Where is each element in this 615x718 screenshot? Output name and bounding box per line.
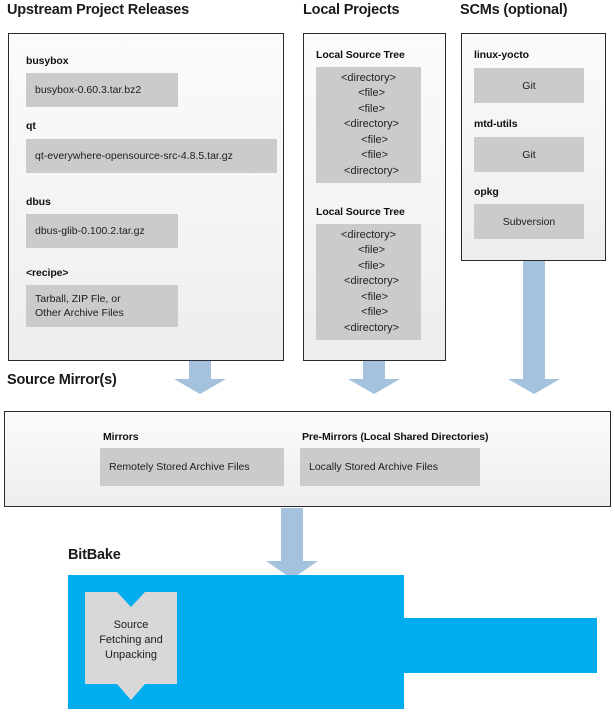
- mirrors-chip-remote-archives: Remotely Stored Archive Files: [100, 448, 284, 486]
- process-label-line1: Source: [113, 619, 149, 631]
- heading-local-projects: Local Projects: [303, 2, 400, 18]
- scm-entry-name-mtd-utils: mtd-utils: [474, 118, 518, 130]
- tree-row: <file>: [348, 133, 389, 146]
- arrow-scms-to-mirrors: [508, 261, 560, 394]
- upstream-entry-name-recipe: <recipe>: [26, 267, 69, 279]
- tree-row: <directory>: [337, 321, 400, 334]
- tree-row: <directory>: [337, 275, 400, 288]
- local-source-tree-1: <directory> <file> <file> <directory> <f…: [316, 67, 421, 183]
- tree-row: <directory>: [337, 118, 400, 131]
- tree-row: <directory>: [340, 71, 397, 84]
- tree-row: <file>: [351, 87, 386, 100]
- heading-upstream-project-releases: Upstream Project Releases: [7, 2, 189, 18]
- arrow-mirrors-to-bitbake: [266, 508, 318, 579]
- tree-row: <file>: [351, 102, 386, 115]
- local-tree-label-1: Local Source Tree: [316, 49, 405, 61]
- scm-entry-name-linux-yocto: linux-yocto: [474, 49, 529, 61]
- tree-row: <directory>: [337, 164, 400, 177]
- heading-bitbake: BitBake: [68, 547, 121, 563]
- tree-row: <file>: [351, 244, 386, 257]
- heading-scms-optional: SCMs (optional): [460, 2, 568, 18]
- local-tree-label-2: Local Source Tree: [316, 206, 405, 218]
- tree-row: <file>: [348, 149, 389, 162]
- upstream-entry-name-qt: qt: [26, 120, 36, 132]
- upstream-archive-dbus: dbus-glib-0.100.2.tar.gz: [26, 214, 178, 248]
- scm-entry-name-opkg: opkg: [474, 186, 499, 198]
- upstream-entry-name-dbus: dbus: [26, 196, 51, 208]
- scm-type-linux-yocto: Git: [474, 68, 584, 103]
- upstream-archive-recipe-line1: Tarball, ZIP Fle, or: [35, 293, 121, 305]
- upstream-archive-qt: qt-everywhere-opensource-src-4.8.5.tar.g…: [26, 139, 277, 173]
- tree-row: <file>: [351, 259, 386, 272]
- heading-source-mirrors: Source Mirror(s): [7, 372, 117, 388]
- process-label-line2: Fetching and: [99, 634, 163, 646]
- arrow-upstream-to-mirrors: [174, 361, 226, 394]
- mirrors-chip-local-archives: Locally Stored Archive Files: [300, 448, 480, 486]
- tree-row: <file>: [348, 306, 389, 319]
- source-fetching-and-unpacking-box: Source Fetching and Unpacking: [85, 592, 177, 700]
- arrow-local-projects-to-mirrors: [348, 361, 400, 394]
- upstream-archive-recipe-line2: Other Archive Files: [35, 307, 124, 319]
- mirrors-group-label-mirrors: Mirrors: [103, 431, 139, 443]
- upstream-archive-recipe: Tarball, ZIP Fle, or Other Archive Files: [26, 285, 178, 327]
- scm-type-mtd-utils: Git: [474, 137, 584, 172]
- tree-row: <file>: [348, 290, 389, 303]
- tree-row: <directory>: [340, 228, 397, 241]
- upstream-entry-name-busybox: busybox: [26, 55, 69, 67]
- local-source-tree-2: <directory> <file> <file> <directory> <f…: [316, 224, 421, 340]
- process-label-line3: Unpacking: [105, 649, 157, 661]
- scm-type-opkg: Subversion: [474, 204, 584, 239]
- mirrors-group-label-pre-mirrors: Pre-Mirrors (Local Shared Directories): [302, 431, 489, 443]
- chevron-shape: [85, 592, 177, 700]
- upstream-archive-busybox: busybox-0.60.3.tar.bz2: [26, 73, 178, 107]
